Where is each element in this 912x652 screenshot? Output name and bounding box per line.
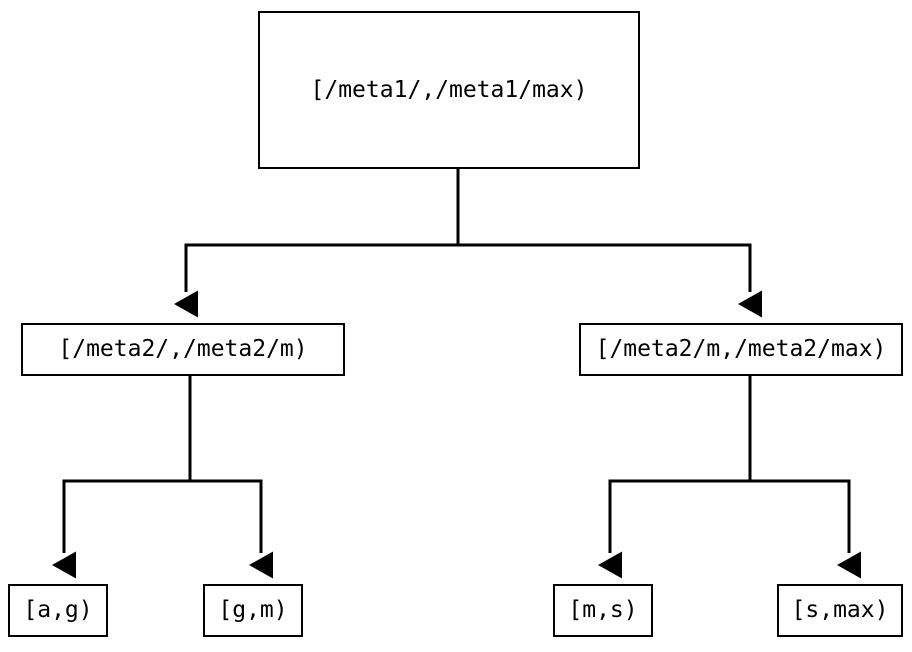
node-leaf-1-label: [a,g) xyxy=(23,597,93,623)
node-mid-right: [/meta2/m,/meta2/max) xyxy=(579,323,903,376)
edge-mid-left-to-leaf-1 xyxy=(52,376,192,579)
node-leaf-2: [g,m) xyxy=(203,584,303,637)
node-mid-right-label: [/meta2/m,/meta2/max) xyxy=(595,336,887,362)
edge-mid-left-to-leaf-2 xyxy=(190,479,273,579)
edge-root-to-mid-left xyxy=(174,169,460,318)
node-leaf-1: [a,g) xyxy=(8,584,108,637)
node-mid-left-label: [/meta2/,/meta2/m) xyxy=(58,336,308,362)
edge-mid-right-to-leaf-3 xyxy=(598,376,752,579)
node-leaf-3: [m,s) xyxy=(553,584,653,637)
node-leaf-2-label: [g,m) xyxy=(218,597,288,623)
edge-mid-right-to-leaf-4 xyxy=(750,479,861,579)
node-leaf-4: [s,max) xyxy=(777,584,903,637)
node-mid-left: [/meta2/,/meta2/m) xyxy=(21,323,345,376)
node-root-label: [/meta1/,/meta1/max) xyxy=(310,76,588,103)
node-root: [/meta1/,/meta1/max) xyxy=(258,11,640,169)
node-leaf-3-label: [m,s) xyxy=(568,597,638,623)
edge-root-to-mid-right xyxy=(458,243,762,318)
node-leaf-4-label: [s,max) xyxy=(791,597,889,623)
